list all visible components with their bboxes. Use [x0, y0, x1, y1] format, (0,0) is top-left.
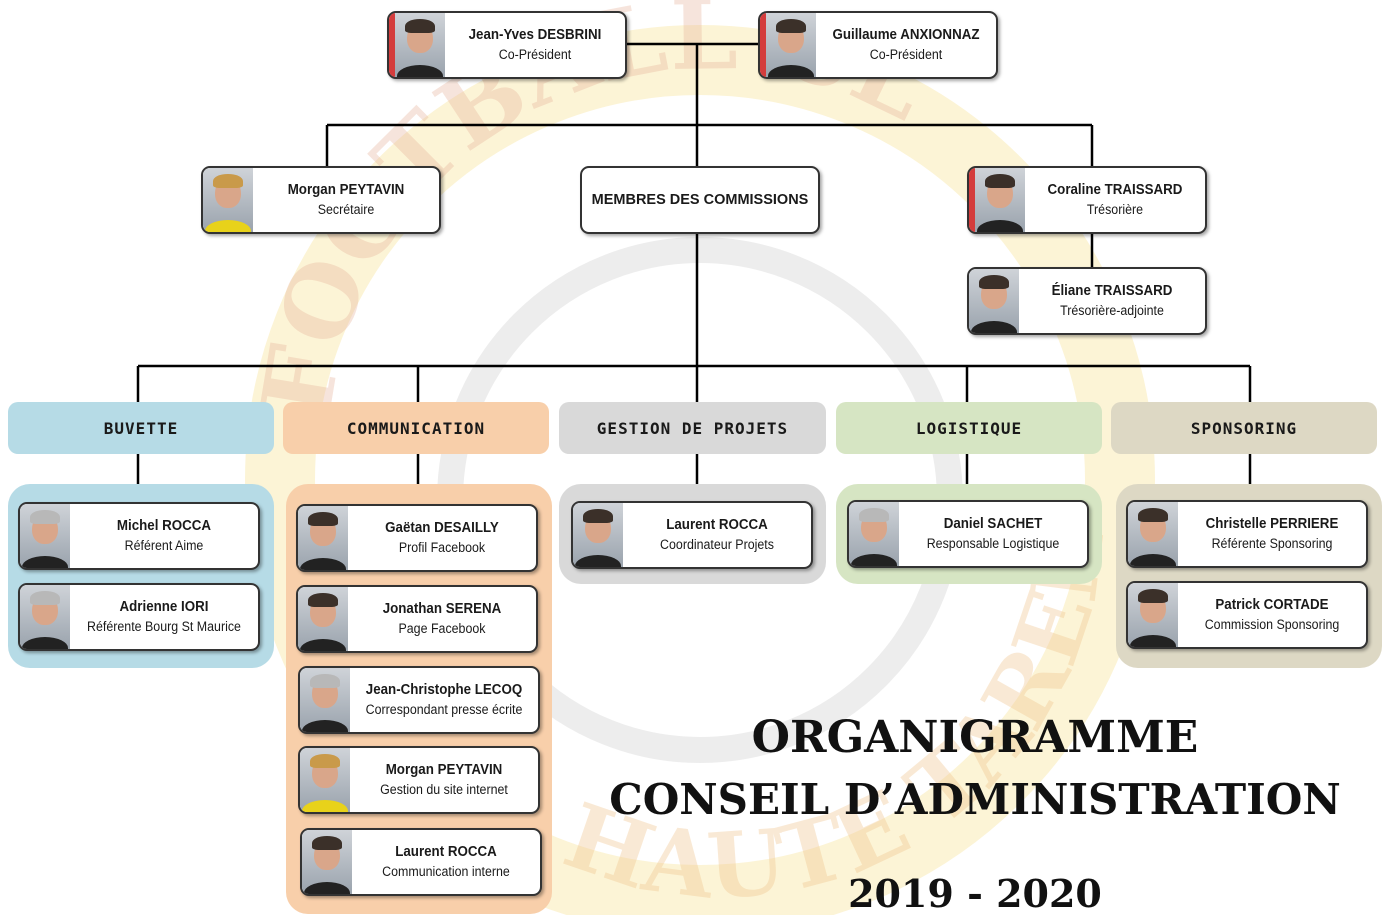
person-card-member: Daniel SACHET Responsable Logistique — [847, 500, 1089, 568]
person-card-member: Laurent ROCCA Communication interne — [300, 828, 542, 896]
person-card-member: Morgan PEYTAVIN Gestion du site internet — [298, 746, 540, 814]
person-role: Responsable Logistique — [926, 535, 1060, 551]
person-card-copresident-2: Guillaume ANXIONNAZ Co-Président — [758, 11, 998, 79]
person-name: Daniel SACHET — [943, 516, 1043, 533]
person-role: Correspondant presse écrite — [365, 701, 523, 717]
person-photo — [389, 13, 445, 77]
commission-header-gestion-projets: GESTION DE PROJETS — [559, 402, 826, 454]
person-role: Co-Président — [869, 46, 943, 62]
person-card-member: Jonathan SERENA Page Facebook — [296, 585, 538, 653]
person-photo — [20, 585, 70, 649]
person-photo — [573, 503, 623, 567]
person-name: Jean-Yves DESBRINI — [468, 27, 602, 44]
person-card-member: Michel ROCCA Référent Aime — [18, 502, 260, 570]
person-role: Page Facebook — [398, 620, 486, 636]
title-line-2: CONSEIL D’ADMINISTRATION — [609, 775, 1341, 824]
commission-header-sponsoring: SPONSORING — [1111, 402, 1377, 454]
person-name: Guillaume ANXIONNAZ — [832, 27, 980, 44]
person-role: Communication interne — [382, 863, 510, 879]
person-name: Gaëtan DESAILLY — [385, 520, 499, 537]
person-name: Michel ROCCA — [116, 518, 212, 535]
person-role: Trésorière — [1086, 201, 1144, 217]
person-photo — [849, 502, 899, 566]
person-card-treasurer: Coraline TRAISSARD Trésorière — [967, 166, 1207, 234]
person-photo — [1128, 502, 1178, 566]
person-photo — [20, 504, 70, 568]
person-name: Christelle PERRIERE — [1205, 516, 1339, 533]
person-name: Patrick CORTADE — [1215, 597, 1329, 614]
person-photo — [300, 668, 350, 732]
title-line-1: ORGANIGRAMME — [751, 712, 1199, 763]
person-card-deputy-treasurer: Éliane TRAISSARD Trésorière-adjointe — [967, 267, 1207, 335]
person-name: Laurent ROCCA — [666, 517, 768, 534]
commission-header-communication: COMMUNICATION — [283, 402, 549, 454]
person-photo — [760, 13, 816, 77]
person-photo — [969, 269, 1019, 333]
person-name: Coraline TRAISSARD — [1047, 182, 1183, 199]
person-card-member: Christelle PERRIERE Référente Sponsoring — [1126, 500, 1368, 568]
person-photo — [298, 506, 348, 570]
person-photo — [300, 748, 350, 812]
commission-header-logistique: LOGISTIQUE — [836, 402, 1102, 454]
person-role: Référent Aime — [124, 537, 204, 553]
person-card-member: Gaëtan DESAILLY Profil Facebook — [296, 504, 538, 572]
person-role: Trésorière-adjointe — [1060, 302, 1164, 318]
person-role: Co-Président — [498, 46, 572, 62]
person-card-member: Laurent ROCCA Coordinateur Projets — [571, 501, 813, 569]
person-card-member: Patrick CORTADE Commission Sponsoring — [1126, 581, 1368, 649]
person-name: Adrienne IORI — [119, 599, 209, 616]
person-photo — [1128, 583, 1178, 647]
person-role: Secrétaire — [317, 201, 375, 217]
person-name: Éliane TRAISSARD — [1051, 283, 1173, 300]
person-photo — [969, 168, 1025, 232]
person-role: Commission Sponsoring — [1204, 616, 1340, 632]
person-card-member: Jean-Christophe LECOQ Correspondant pres… — [298, 666, 540, 734]
person-name: Jonathan SERENA — [382, 601, 502, 618]
person-role: Coordinateur Projets — [660, 536, 774, 552]
person-role: Profil Facebook — [398, 539, 486, 555]
person-name: Morgan PEYTAVIN — [385, 762, 503, 779]
person-card-member: Adrienne IORI Référente Bourg St Maurice — [18, 583, 260, 651]
person-photo — [298, 587, 348, 651]
person-card-copresident-1: Jean-Yves DESBRINI Co-Président — [387, 11, 627, 79]
commission-header-buvette: BUVETTE — [8, 402, 274, 454]
person-name: Jean-Christophe LECOQ — [365, 682, 523, 699]
person-role: Référente Bourg St Maurice — [87, 618, 241, 634]
person-name: Morgan PEYTAVIN — [287, 182, 405, 199]
commission-members-box: MEMBRES DES COMMISSIONS — [580, 166, 820, 234]
person-name: Laurent ROCCA — [395, 844, 497, 861]
person-photo — [302, 830, 352, 894]
person-role: Référente Sponsoring — [1211, 535, 1333, 551]
person-card-secretary: Morgan PEYTAVIN Secrétaire — [201, 166, 441, 234]
person-role: Gestion du site internet — [380, 781, 508, 797]
title-line-3: 2019 - 2020 — [848, 871, 1102, 916]
person-photo — [203, 168, 253, 232]
